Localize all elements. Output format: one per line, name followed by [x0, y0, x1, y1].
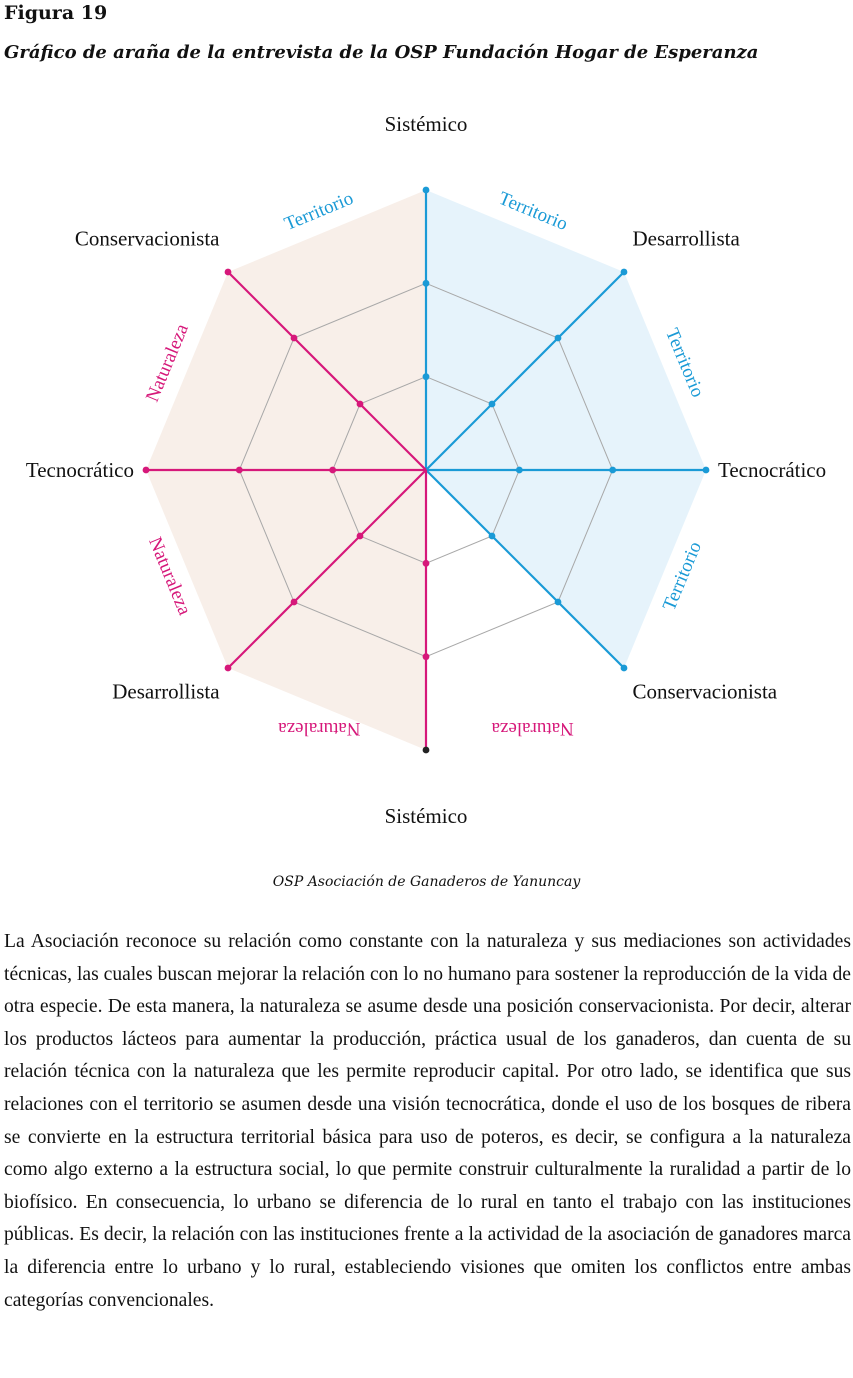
- axis-level-dot: [422, 559, 430, 567]
- axis-label: Desarrollista: [632, 227, 740, 251]
- axis-label: Tecnocrático: [718, 458, 826, 482]
- axis-level-dot: [702, 466, 710, 474]
- axis-level-dot: [290, 598, 298, 606]
- axis-spoke: [425, 469, 625, 669]
- figure-title: Gráfico de araña de la entrevista de la …: [4, 42, 759, 63]
- axis-level-dot: [356, 400, 364, 408]
- figure-label: Figura 19: [4, 2, 108, 24]
- axis-level-dot: [620, 268, 628, 276]
- sector-label: Naturaleza: [278, 718, 361, 739]
- axis-level-dot: [422, 746, 430, 754]
- axis-label: Sistémico: [385, 112, 468, 136]
- chart-caption: OSP Asociación de Ganaderos de Yanuncay: [272, 874, 581, 890]
- axis-label: Sistémico: [385, 804, 468, 828]
- body-paragraph: La Asociación reconoce su relación como …: [4, 931, 851, 1311]
- sector-label: Naturaleza: [491, 718, 574, 739]
- axis-spoke: [425, 271, 625, 471]
- axis-level-dot: [515, 466, 523, 474]
- spider-chart: SistémicoDesarrollistaTecnocráticoConser…: [26, 112, 826, 828]
- axis-level-dot: [488, 400, 496, 408]
- axis-level-dot: [142, 466, 150, 474]
- axis-level-dot: [224, 664, 232, 672]
- axis-level-dot: [422, 653, 430, 661]
- axis-level-dot: [356, 532, 364, 540]
- axis-level-dot: [554, 598, 562, 606]
- axis-level-dot: [235, 466, 243, 474]
- axis-label: Conservacionista: [632, 679, 777, 703]
- axis-label: Tecnocrático: [26, 458, 134, 482]
- axis-level-dot: [422, 279, 430, 287]
- axis-level-dot: [488, 532, 496, 540]
- axis-level-dot: [620, 664, 628, 672]
- axis-spoke: [227, 271, 427, 471]
- axis-level-dot: [422, 373, 430, 381]
- axis-label: Conservacionista: [75, 227, 220, 251]
- axis-level-dot: [554, 334, 562, 342]
- axis-level-dot: [329, 466, 337, 474]
- axis-level-dot: [224, 268, 232, 276]
- axis-level-dot: [422, 186, 430, 194]
- axis-spoke: [227, 469, 427, 669]
- axis-level-dot: [290, 334, 298, 342]
- axis-level-dot: [609, 466, 617, 474]
- territorio-region: [426, 190, 706, 668]
- axis-label: Desarrollista: [112, 679, 220, 703]
